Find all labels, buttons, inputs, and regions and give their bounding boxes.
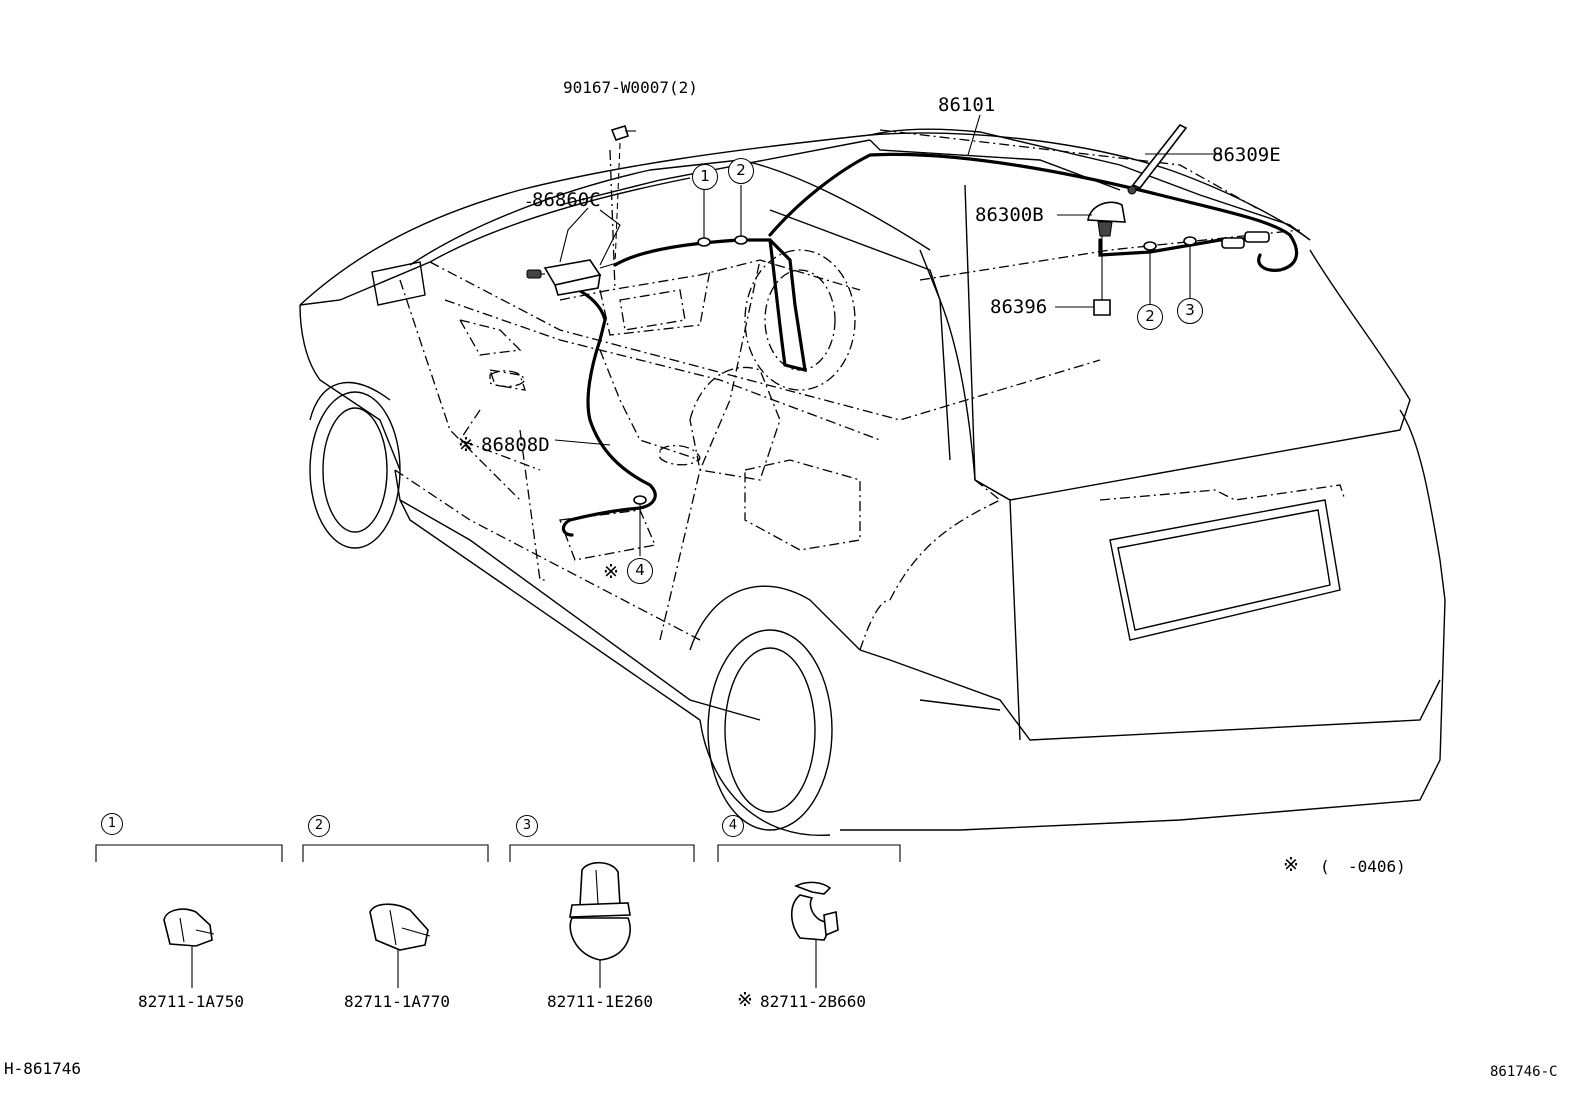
bolt bbox=[610, 124, 636, 141]
label-amplifier-dash: - bbox=[524, 192, 534, 211]
marker-3-rear: 3 bbox=[1177, 298, 1203, 324]
label-bolt: 90167-W0007(2) bbox=[563, 78, 698, 97]
antenna-wiring bbox=[558, 152, 1299, 537]
marker-4-note: ※ bbox=[603, 561, 619, 583]
marker-2-car: 2 bbox=[728, 158, 754, 184]
leader-lines bbox=[554, 114, 1222, 556]
marker-4-car: 4 bbox=[627, 558, 653, 584]
label-front-cord: 86808D bbox=[481, 434, 550, 456]
label-front-cord-note: ※ bbox=[458, 434, 474, 456]
clamp-3-drawing bbox=[569, 861, 631, 988]
clamp-3-part: 82711-1E260 bbox=[547, 992, 653, 1011]
antenna-cord-86101 bbox=[768, 152, 1299, 272]
marker-1-car: 1 bbox=[692, 164, 718, 190]
label-amplifier: 86860C bbox=[532, 189, 601, 211]
clamp-4-part: 82711-2B660 bbox=[760, 992, 866, 1011]
wire-clips bbox=[633, 231, 1270, 505]
label-antenna-cord: 86101 bbox=[938, 94, 996, 116]
car-body bbox=[299, 128, 1446, 836]
footnote-mark: ※ bbox=[1283, 854, 1299, 876]
pillar-cord bbox=[768, 238, 807, 373]
panel-3-marker: 3 bbox=[516, 815, 538, 837]
clamp-1-drawing bbox=[163, 908, 215, 988]
marker-2-rear: 2 bbox=[1137, 304, 1163, 330]
panel-1-marker: 1 bbox=[101, 813, 123, 835]
clamp-panels bbox=[95, 844, 901, 988]
amplifier-unit bbox=[526, 259, 621, 296]
footnote-range: -0406) bbox=[1348, 857, 1406, 876]
footnote-paren: ( bbox=[1320, 857, 1330, 876]
clamp-4-drawing bbox=[790, 881, 839, 988]
antenna-cap bbox=[1093, 236, 1111, 316]
clamp-1-part: 82711-1A750 bbox=[138, 992, 244, 1011]
antenna-mast bbox=[1127, 123, 1188, 195]
figure-code-right: 861746-C bbox=[1490, 1064, 1558, 1080]
car-interior bbox=[394, 129, 1346, 651]
panel-4-marker: 4 bbox=[722, 815, 744, 837]
clamp-4-note: ※ bbox=[737, 989, 753, 1011]
panel-2-marker: 2 bbox=[308, 815, 330, 837]
clamp-2-drawing bbox=[369, 903, 431, 988]
clamp-2-part: 82711-1A770 bbox=[344, 992, 450, 1011]
label-mast: 86309E bbox=[1212, 144, 1281, 166]
front-cord-86808D bbox=[561, 238, 772, 537]
antenna-base bbox=[1087, 201, 1126, 237]
label-antenna-base: 86300B bbox=[975, 204, 1044, 226]
figure-code-left: H-861746 bbox=[4, 1059, 82, 1078]
label-cap: 86396 bbox=[990, 296, 1048, 318]
